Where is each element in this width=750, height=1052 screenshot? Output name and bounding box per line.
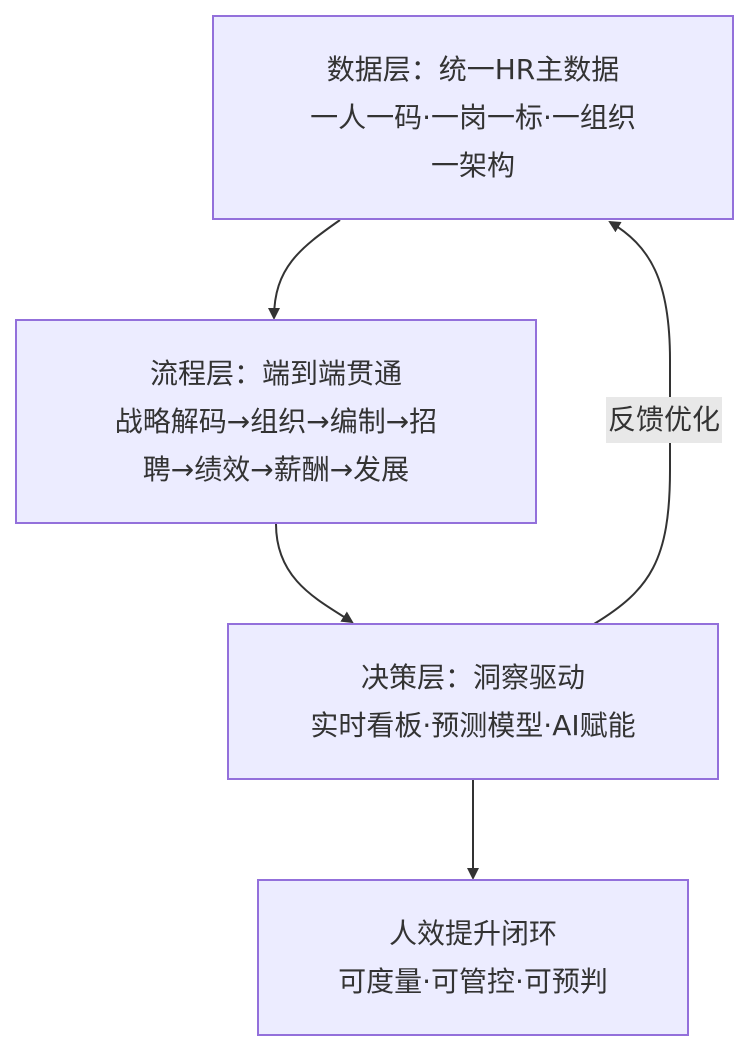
node-line: 一人一码·一岗一标·一组织 bbox=[310, 100, 636, 134]
node-line: 流程层：端到端贯通 bbox=[149, 356, 402, 390]
node-line: 可度量·可管控·可预判 bbox=[338, 964, 608, 998]
node-line: 决策层：洞察驱动 bbox=[360, 660, 585, 694]
node-data-layer: 数据层：统一HR主数据 一人一码·一岗一标·一组织 一架构 bbox=[212, 15, 734, 220]
edge-feedback-decision-to-data bbox=[593, 220, 671, 625]
node-line: 数据层：统一HR主数据 bbox=[326, 52, 620, 86]
edge-process-to-decision bbox=[275, 523, 354, 624]
node-line: 聘→绩效→薪酬→发展 bbox=[142, 452, 410, 486]
node-process-layer: 流程层：端到端贯通 战略解码→组织→编制→招 聘→绩效→薪酬→发展 bbox=[15, 319, 537, 524]
node-line: 战略解码→组织→编制→招 bbox=[114, 404, 438, 438]
node-outcome: 人效提升闭环 可度量·可管控·可预判 bbox=[257, 879, 689, 1036]
edge-data-to-process bbox=[268, 219, 341, 320]
node-line: 实时看板·预测模型·AI赋能 bbox=[310, 708, 636, 742]
edge-label-feedback: 反馈优化 bbox=[606, 397, 723, 443]
node-line: 人效提升闭环 bbox=[388, 916, 557, 950]
node-line: 一架构 bbox=[430, 148, 515, 182]
node-decision-layer: 决策层：洞察驱动 实时看板·预测模型·AI赋能 bbox=[227, 623, 719, 780]
